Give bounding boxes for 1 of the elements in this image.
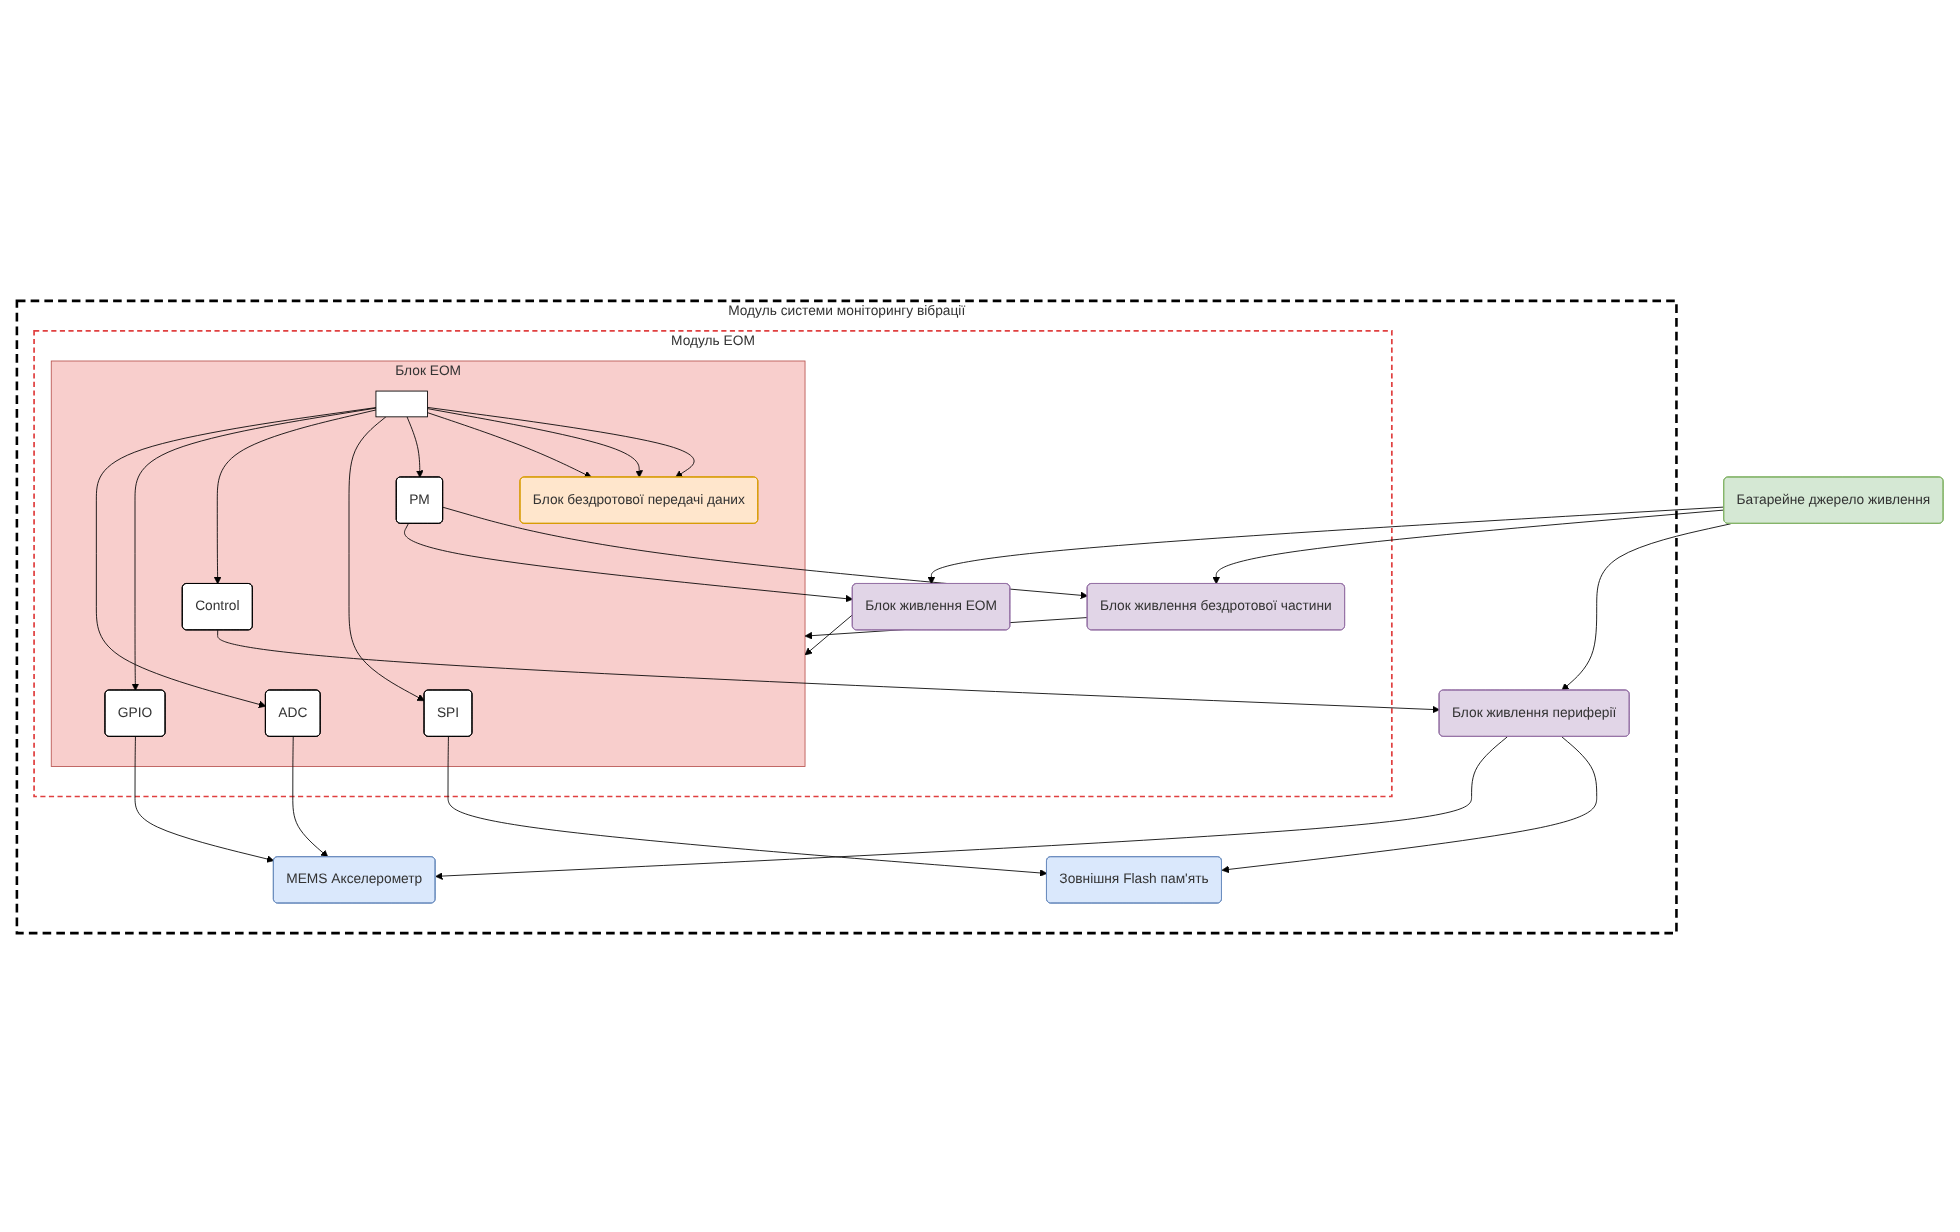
node-box <box>375 389 428 417</box>
